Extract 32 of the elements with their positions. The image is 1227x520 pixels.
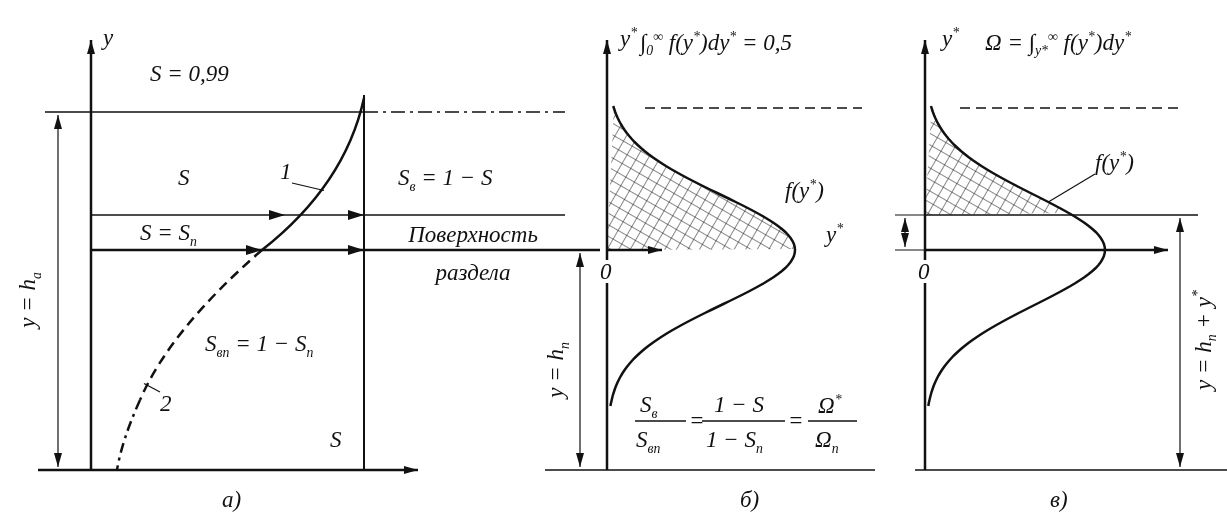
leader-line: [291, 182, 325, 192]
formula: =: [788, 409, 804, 432]
axis-label: y$^{*}$: [826, 222, 844, 246]
formula: Ω$_{п}$: [815, 428, 839, 456]
axis-label: y: [103, 26, 114, 49]
region-label: S: [178, 166, 190, 189]
formula: =: [689, 409, 705, 432]
formula: S$_{вп}$ = 1 − S$_{п}$: [205, 332, 314, 360]
formula: S = S$_{п}$: [140, 221, 197, 249]
curve-label: f(y$^{*}$): [1095, 150, 1134, 174]
axis-label: 0: [916, 260, 932, 283]
leader-line: [143, 382, 161, 393]
formula: Ω$^{*}$: [818, 393, 842, 417]
callout-number: 1: [280, 160, 292, 183]
formula: S$_{в}$: [640, 393, 658, 421]
panel-label: в): [1050, 488, 1068, 511]
axis-label: y$^{*}$: [620, 26, 638, 50]
formula: 1 − S: [714, 393, 765, 416]
formula: S = 0,99: [150, 62, 229, 85]
axis-label: 0: [598, 260, 614, 283]
panel-label: б): [740, 488, 760, 511]
formula: Ω = ∫$_{y*}$$^{∞}$ f(y$^{*}$)dy$^{*}$: [985, 30, 1132, 59]
panel-label: а): [222, 488, 242, 511]
curve-label: f(y$^{*}$): [785, 178, 824, 202]
annotation: Поверхность раздела: [407, 221, 539, 287]
formula: S$_{вп}$: [636, 428, 661, 456]
callout-number: 2: [160, 392, 172, 415]
axis-label: y$^{*}$: [942, 26, 960, 50]
formula: ∫$_{0}$$^{∞}$ f(y$^{*}$)dy$^{*}$ = 0,5: [640, 30, 793, 59]
region-label: S: [330, 428, 342, 451]
formula: S$_{в}$ = 1 − S: [398, 166, 493, 194]
formula: 1 − S$_{п}$: [706, 428, 763, 456]
